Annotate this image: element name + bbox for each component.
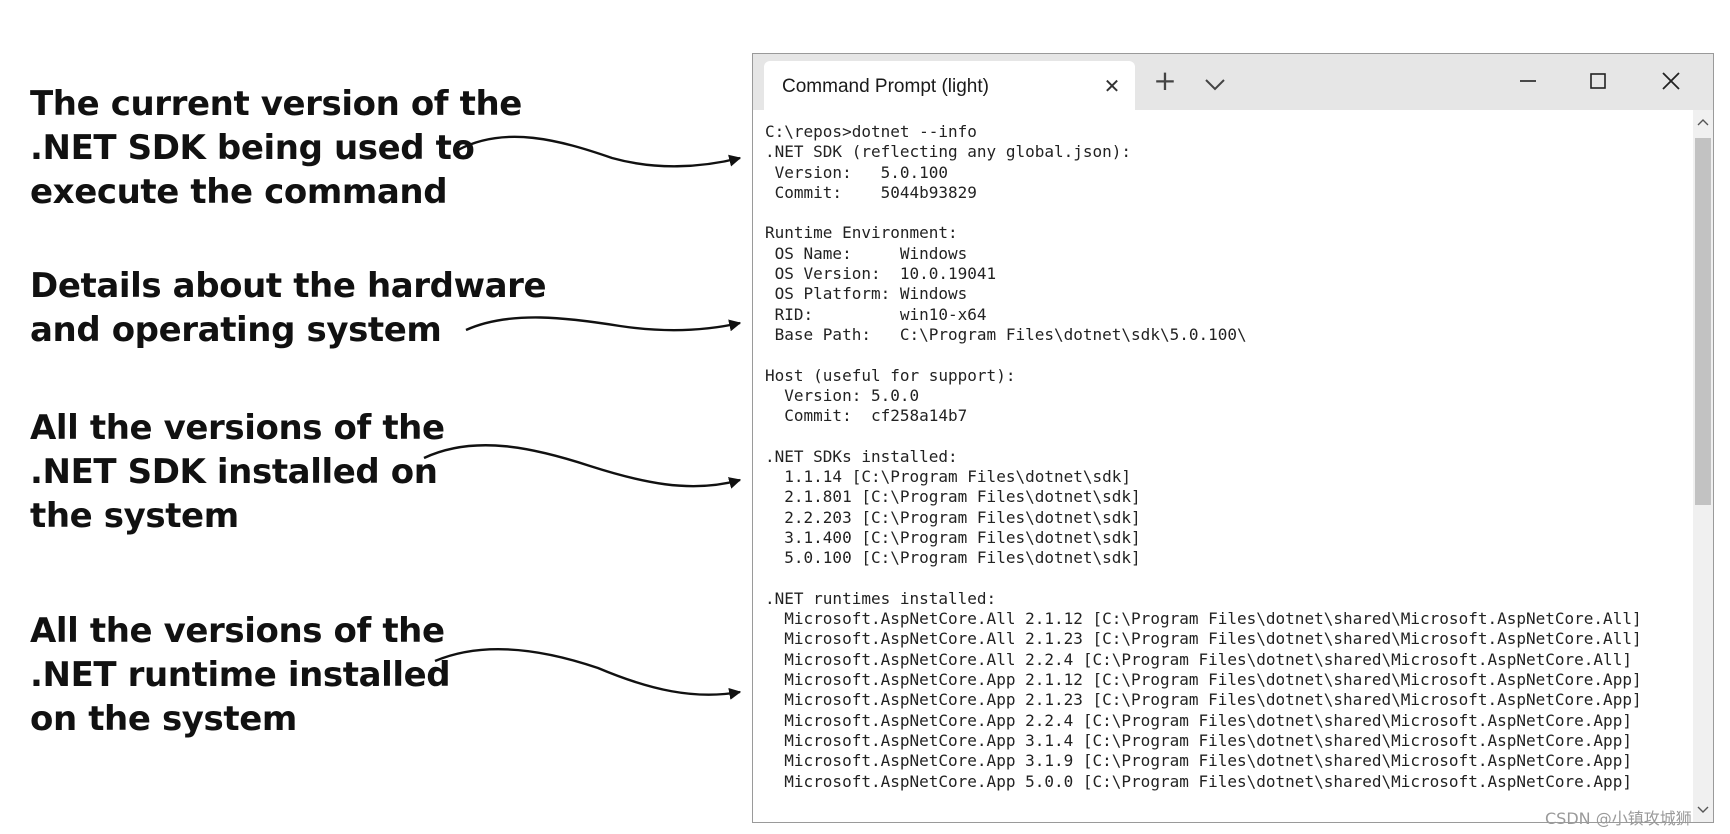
annotations-panel: The current version of the .NET SDK bein… — [0, 0, 760, 834]
close-icon[interactable]: ✕ — [1103, 74, 1121, 98]
console-line: Microsoft.AspNetCore.App 2.1.23 [C:\Prog… — [765, 690, 1642, 710]
annotation-runtime-environment: Details about the hardware and operating… — [30, 264, 547, 352]
console-line: .NET SDKs installed: — [765, 446, 958, 466]
console-line: OS Version: 10.0.19041 — [765, 264, 997, 284]
chevron-down-icon[interactable] — [1200, 72, 1230, 96]
console-line: Microsoft.AspNetCore.All 2.1.23 [C:\Prog… — [765, 629, 1642, 649]
console-line: Microsoft.AspNetCore.All 2.2.4 [C:\Progr… — [765, 649, 1632, 669]
tab-command-prompt[interactable]: Command Prompt (light) ✕ — [764, 61, 1135, 110]
annotation-sdks-installed: All the versions of the .NET SDK install… — [30, 406, 445, 538]
console-line: Commit: 5044b93829 — [765, 182, 977, 202]
console-line: Microsoft.AspNetCore.App 3.1.9 [C:\Progr… — [765, 751, 1632, 771]
title-bar: Command Prompt (light) ✕ + — [753, 54, 1713, 110]
minimize-icon — [1520, 80, 1536, 82]
console-line: 2.1.801 [C:\Program Files\dotnet\sdk] — [765, 487, 1141, 507]
annotation-line: The current version of the — [30, 84, 522, 124]
console-line: Host (useful for support): — [765, 365, 1016, 385]
vertical-scrollbar[interactable] — [1693, 110, 1713, 822]
minimize-button[interactable] — [1498, 63, 1558, 99]
console-line: OS Name: Windows — [765, 243, 968, 263]
annotation-line: and operating system — [30, 310, 442, 350]
annotation-line: .NET SDK installed on — [30, 452, 438, 492]
annotation-line: All the versions of the — [30, 611, 445, 651]
tab-title: Command Prompt (light) — [782, 76, 989, 97]
console-line: .NET SDK (reflecting any global.json): — [765, 142, 1132, 162]
annotation-line: All the versions of the — [30, 408, 445, 448]
annotation-line: .NET runtime installed — [30, 655, 451, 695]
maximize-button[interactable] — [1568, 63, 1628, 99]
console-line: 2.2.203 [C:\Program Files\dotnet\sdk] — [765, 507, 1141, 527]
console-output[interactable]: C:\repos>dotnet --info .NET SDK (reflect… — [753, 110, 1693, 822]
console-line: Microsoft.AspNetCore.App 5.0.0 [C:\Progr… — [765, 771, 1632, 791]
console-line: Microsoft.AspNetCore.All 2.1.12 [C:\Prog… — [765, 609, 1642, 629]
chevron-down-icon[interactable] — [1693, 800, 1713, 820]
console-line: Base Path: C:\Program Files\dotnet\sdk\5… — [765, 324, 1247, 344]
console-text: C:\repos>dotnet --info .NET SDK (reflect… — [765, 122, 1642, 792]
chevron-up-icon[interactable] — [1693, 112, 1713, 132]
annotation-line: the system — [30, 496, 239, 536]
console-line: Microsoft.AspNetCore.App 2.2.4 [C:\Progr… — [765, 710, 1632, 730]
watermark: CSDN @小镇攻城狮 — [1545, 809, 1692, 828]
annotation-line: Details about the hardware — [30, 266, 547, 306]
console-line: Version: 5.0.100 — [765, 162, 949, 182]
console-line: OS Platform: Windows — [765, 284, 968, 304]
console-line: Microsoft.AspNetCore.App 3.1.4 [C:\Progr… — [765, 730, 1632, 750]
annotation-sdk-version: The current version of the .NET SDK bein… — [30, 82, 522, 214]
console-line: RID: win10-x64 — [765, 304, 987, 324]
scroll-thumb[interactable] — [1695, 138, 1711, 505]
console-line: C:\repos>dotnet --info — [765, 122, 977, 141]
console-line: 3.1.400 [C:\Program Files\dotnet\sdk] — [765, 527, 1141, 547]
annotation-line: .NET SDK being used to — [30, 128, 475, 168]
console-line: 5.0.100 [C:\Program Files\dotnet\sdk] — [765, 548, 1141, 568]
console-line: .NET runtimes installed: — [765, 588, 997, 608]
terminal-window: Command Prompt (light) ✕ + C:\repos>dotn… — [752, 53, 1714, 823]
annotation-line: execute the command — [30, 172, 448, 212]
maximize-icon — [1590, 73, 1606, 89]
console-line: Microsoft.AspNetCore.App 2.1.12 [C:\Prog… — [765, 670, 1642, 690]
console-line: Version: 5.0.0 — [765, 385, 920, 405]
console-line: Runtime Environment: — [765, 223, 958, 243]
console-line: 1.1.14 [C:\Program Files\dotnet\sdk] — [765, 467, 1132, 487]
plus-icon[interactable]: + — [1153, 64, 1177, 97]
annotation-runtimes-installed: All the versions of the .NET runtime ins… — [30, 609, 451, 741]
annotation-line: on the system — [30, 699, 297, 739]
close-window-button[interactable] — [1641, 63, 1701, 99]
console-line: Commit: cf258a14b7 — [765, 406, 968, 426]
close-icon — [1662, 72, 1680, 90]
